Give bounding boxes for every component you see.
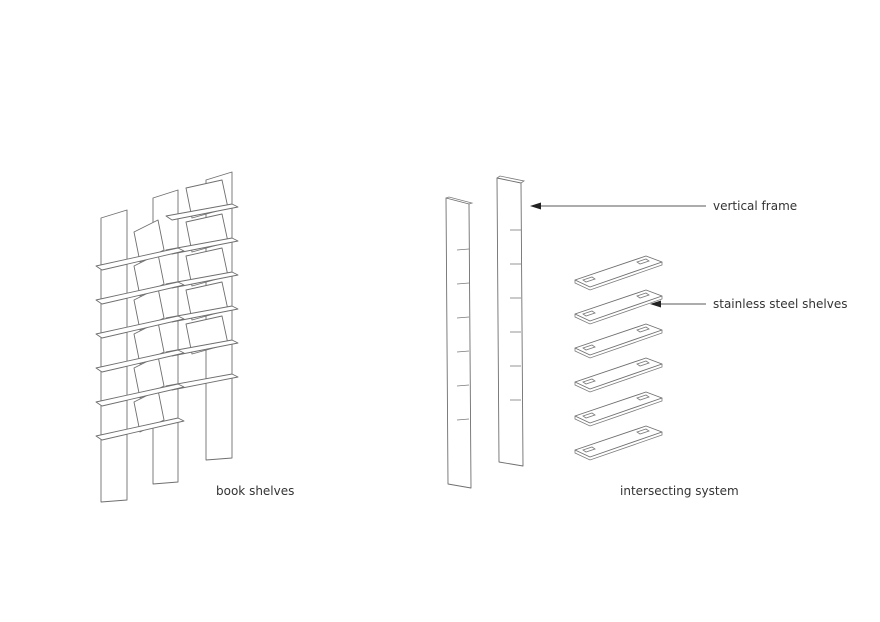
steel-shelves-leader [650,300,706,308]
stainless-shelves-stack [574,255,663,461]
vertical-frame-label: vertical frame [713,199,797,213]
frame-slots-left [456,248,470,421]
steel-shelf [574,391,663,427]
stainless-steel-shelves-label: stainless steel shelves [713,297,847,311]
arrowhead-icon [650,300,661,308]
steel-shelf [574,289,663,325]
book-shelves-label: book shelves [216,484,294,498]
steel-shelf [574,357,663,393]
intersecting-system-label: intersecting system [620,484,739,498]
steel-shelf [574,425,663,461]
vertical-frame-leader [530,202,706,210]
vertical-frame-left [445,196,474,489]
steel-shelf [574,323,663,359]
frame-front-left [100,209,128,503]
steel-shelf [574,255,663,291]
shelves-left-column [95,247,185,441]
frame-slots-right [510,229,521,401]
vertical-frame-right [496,175,526,467]
arrowhead-icon [530,202,541,210]
book-shelves-assembly [95,171,239,503]
